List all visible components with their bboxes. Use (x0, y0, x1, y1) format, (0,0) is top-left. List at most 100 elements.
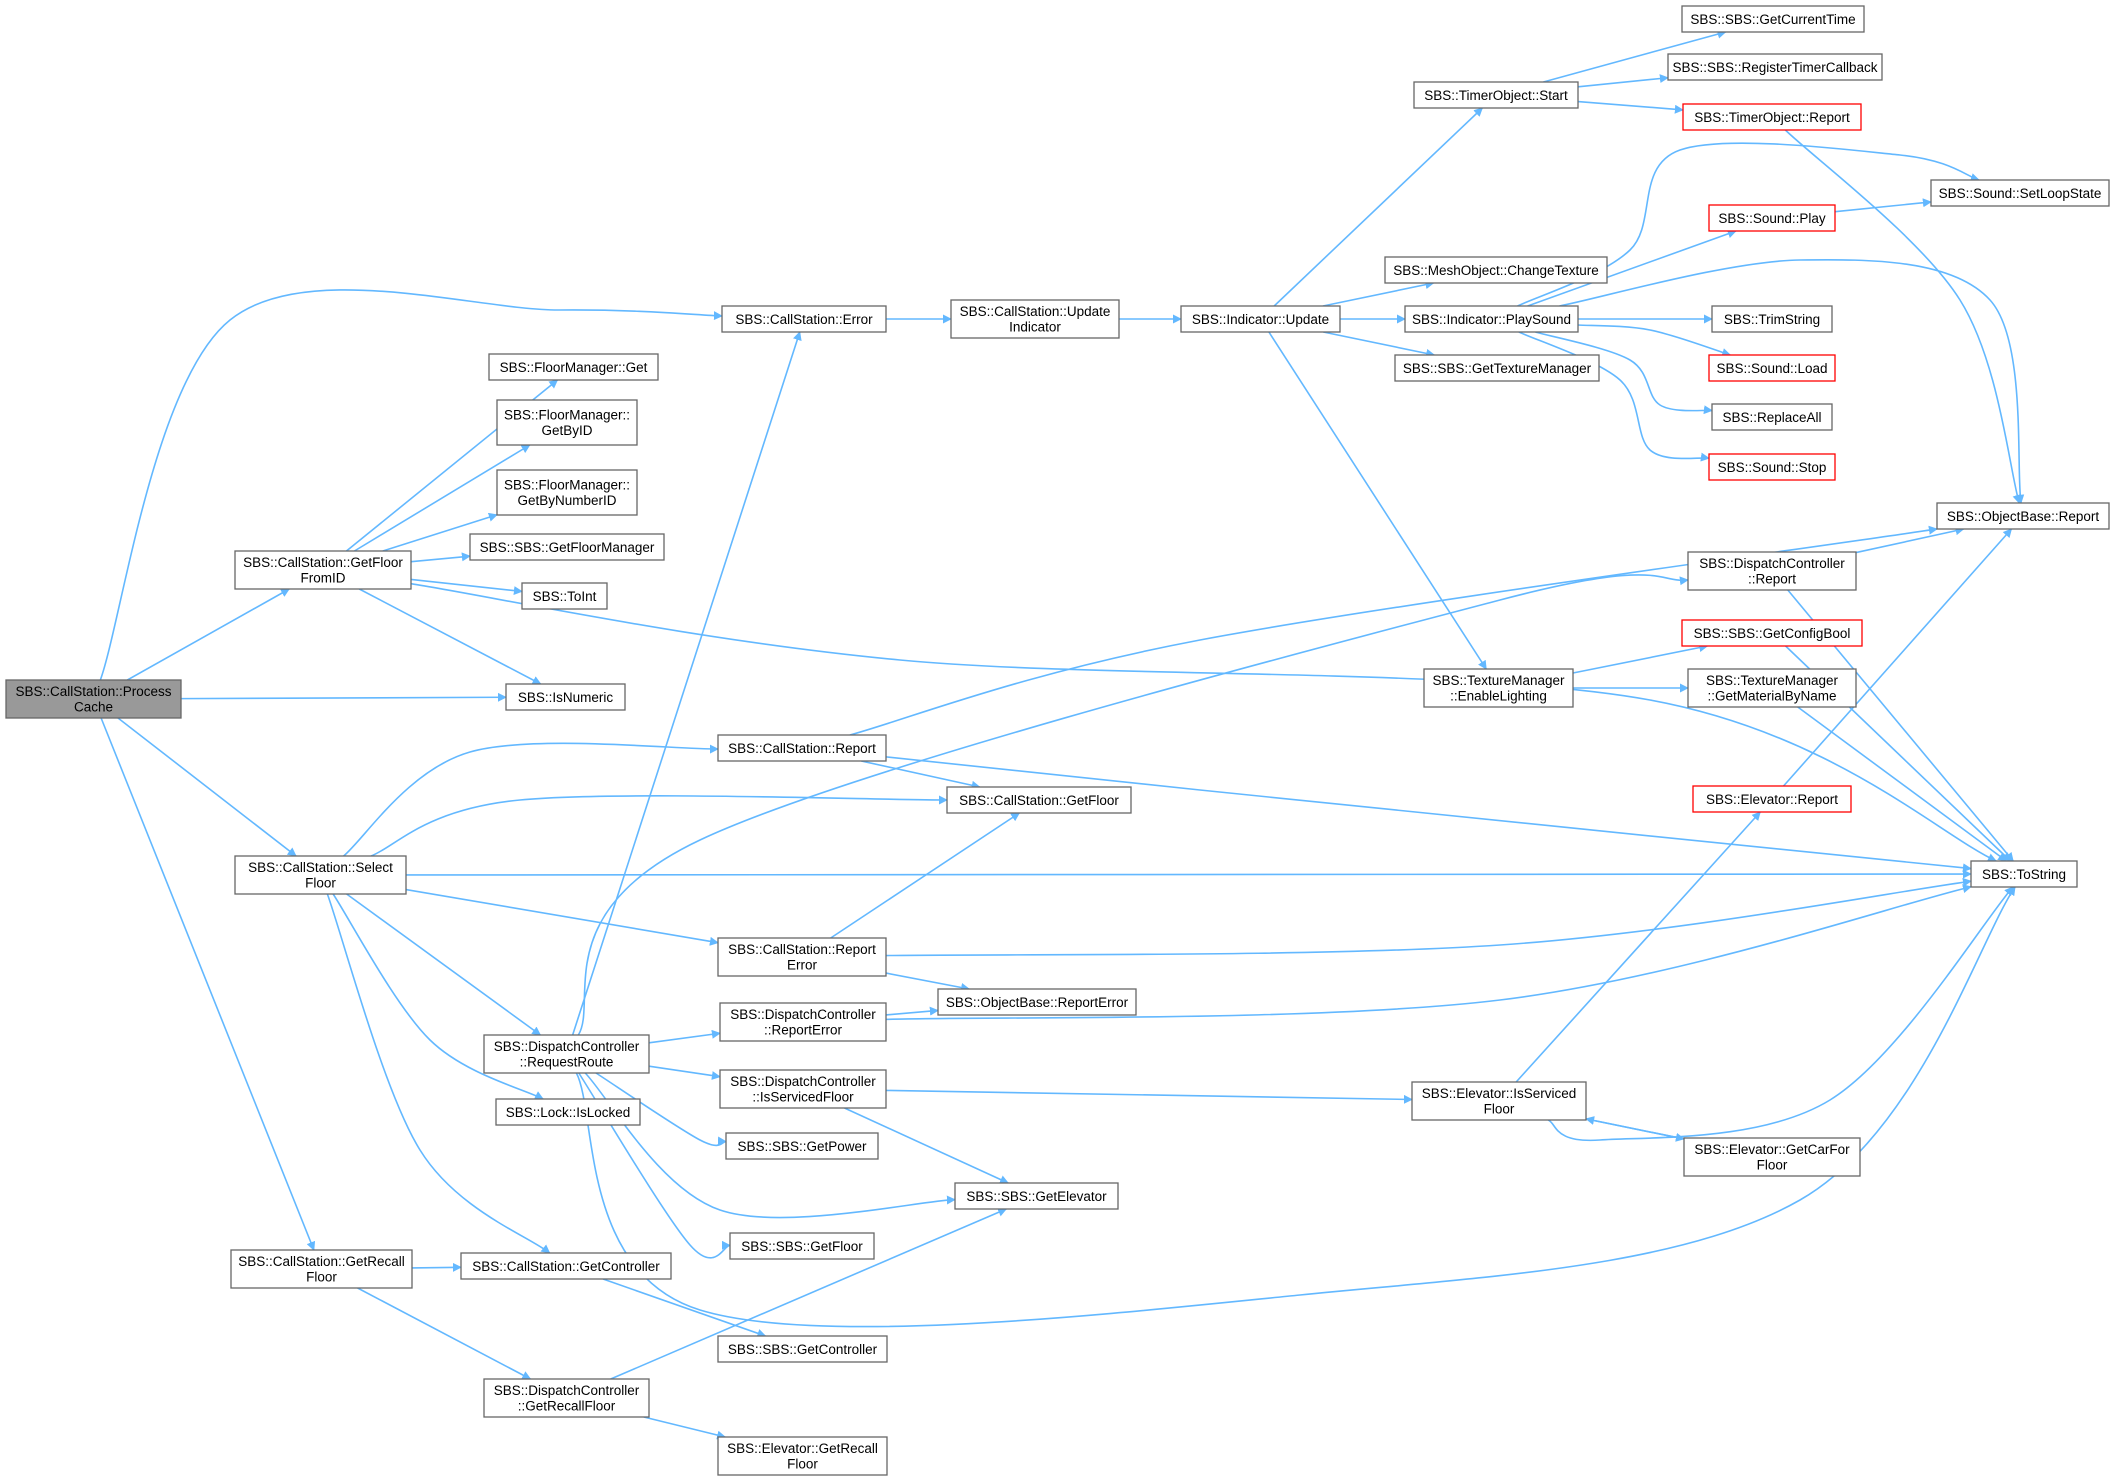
node-box (1413, 81, 1579, 109)
edge-indUpdate-to-timerStart (1273, 107, 1483, 307)
node-box (717, 1436, 888, 1476)
node-label: SBS::TimerObject::Report (1694, 110, 1850, 125)
node-label: SBS::MeshObject::ChangeTexture (1393, 263, 1599, 278)
node-label: SBS::ToInt (533, 589, 597, 604)
node-toInt[interactable]: SBS::ToInt (521, 582, 608, 610)
node-sbsGetPower[interactable]: SBS::SBS::GetPower (725, 1132, 879, 1160)
node-box (1683, 1137, 1861, 1177)
edge-tmEnableLighting-to-getConfigBool (1572, 643, 1709, 674)
node-box (717, 1335, 888, 1363)
node-box (521, 582, 608, 610)
node-obReport[interactable]: SBS::ObjectBase::Report (1936, 502, 2110, 530)
node-getTextureManager[interactable]: SBS::SBS::GetTextureManager (1394, 354, 1600, 382)
node-label: ::GetRecallFloor (518, 1399, 616, 1414)
node-fmGetByNumberID[interactable]: SBS::FloorManager::GetByNumberID (496, 469, 638, 516)
node-label: SBS::SBS::GetPower (737, 1139, 867, 1154)
node-label: SBS::TextureManager (1432, 673, 1565, 688)
node-csError[interactable]: SBS::CallStation::Error (721, 305, 887, 333)
node-label: SBS::DispatchController (494, 1383, 640, 1398)
edge-selectFloor-to-lockIsLocked (332, 893, 544, 1100)
node-meshChangeTexture[interactable]: SBS::MeshObject::ChangeTexture (1384, 256, 1608, 284)
node-box (1708, 354, 1836, 382)
node-label: SBS::CallStation::Report (728, 942, 876, 957)
edge-timerStart-to-registerTimerCallback (1577, 74, 1669, 88)
node-getRecallFloor[interactable]: SBS::CallStation::GetRecallFloor (230, 1249, 413, 1289)
node-label: ::IsServicedFloor (752, 1090, 854, 1105)
edge-getFloorFromID-to-getFloorManager (410, 552, 471, 563)
node-getFloorManager[interactable]: SBS::SBS::GetFloorManager (469, 533, 665, 561)
edge-tmGetMaterialByName-to-toString (1797, 706, 2008, 862)
node-soundLoad[interactable]: SBS::Sound::Load (1708, 354, 1836, 382)
node-csReportError[interactable]: SBS::CallStation::ReportError (717, 937, 887, 977)
node-box (469, 533, 665, 561)
node-box (234, 855, 407, 895)
node-trimString[interactable]: SBS::TrimString (1711, 305, 1833, 333)
node-getCurrentTime[interactable]: SBS::SBS::GetCurrentTime (1681, 5, 1865, 33)
node-dcReportError[interactable]: SBS::DispatchController::ReportError (719, 1002, 887, 1042)
node-csReport[interactable]: SBS::CallStation::Report (717, 734, 887, 762)
node-soundSetLoopState[interactable]: SBS::Sound::SetLoopState (1930, 179, 2110, 207)
node-fmGet[interactable]: SBS::FloorManager::Get (488, 353, 659, 381)
node-box (1708, 204, 1836, 232)
node-csGetController[interactable]: SBS::CallStation::GetController (460, 1252, 672, 1280)
node-box (230, 1249, 413, 1289)
node-label: Cache (74, 700, 113, 715)
node-label: SBS::ObjectBase::Report (1947, 509, 2100, 524)
edge-indPlaySound-to-obReport (1559, 258, 2025, 504)
node-box (719, 1069, 887, 1109)
node-dcRequestRoute[interactable]: SBS::DispatchController::RequestRoute (483, 1034, 650, 1074)
node-obReportError[interactable]: SBS::ObjectBase::ReportError (937, 988, 1137, 1016)
node-dcReport[interactable]: SBS::DispatchController::Report (1687, 551, 1857, 591)
node-registerTimerCallback[interactable]: SBS::SBS::RegisterTimerCallback (1667, 53, 1883, 81)
node-dcIsServicedFloor[interactable]: SBS::DispatchController::IsServicedFloor (719, 1069, 887, 1109)
node-fmGetByID[interactable]: SBS::FloorManager::GetByID (496, 399, 638, 446)
node-soundPlay[interactable]: SBS::Sound::Play (1708, 204, 1836, 232)
node-toString[interactable]: SBS::ToString (1970, 860, 2078, 888)
node-elevIsServicedFloor[interactable]: SBS::Elevator::IsServicedFloor (1411, 1081, 1587, 1121)
node-soundStop[interactable]: SBS::Sound::Stop (1708, 453, 1836, 481)
edge-selectFloor-to-csReportError (405, 888, 719, 946)
node-label: SBS::SBS::GetFloor (741, 1239, 863, 1254)
node-csGetFloor[interactable]: SBS::CallStation::GetFloor (946, 786, 1132, 814)
edge-root-to-selectFloor (117, 717, 297, 857)
edge-csReport-to-toString (885, 756, 1972, 873)
edges-layer (99, 29, 2025, 1440)
node-timerReport[interactable]: SBS::TimerObject::Report (1682, 103, 1862, 131)
node-label: ::EnableLighting (1450, 689, 1547, 704)
node-sbsGetElevator[interactable]: SBS::SBS::GetElevator (954, 1182, 1119, 1210)
node-indUpdate[interactable]: SBS::Indicator::Update (1180, 305, 1341, 333)
node-label: SBS::IsNumeric (518, 690, 614, 705)
node-label: Floor (305, 876, 336, 891)
node-box (505, 683, 626, 711)
edge-selectFloor-to-csReport (343, 742, 719, 857)
node-label: SBS::CallStation::Report (728, 741, 876, 756)
node-box (946, 786, 1132, 814)
node-getConfigBool[interactable]: SBS::SBS::GetConfigBool (1681, 619, 1863, 647)
node-label: SBS::Indicator::PlaySound (1412, 312, 1571, 327)
node-label: SBS::Lock::IsLocked (506, 1105, 631, 1120)
node-tmEnableLighting[interactable]: SBS::TextureManager::EnableLighting (1423, 668, 1574, 708)
node-box (719, 1002, 887, 1042)
node-elevReport[interactable]: SBS::Elevator::Report (1692, 785, 1852, 813)
node-tmGetMaterialByName[interactable]: SBS::TextureManager::GetMaterialByName (1687, 668, 1857, 708)
node-lockIsLocked[interactable]: SBS::Lock::IsLocked (495, 1098, 641, 1126)
node-indPlaySound[interactable]: SBS::Indicator::PlaySound (1404, 305, 1579, 333)
node-timerStart[interactable]: SBS::TimerObject::Start (1413, 81, 1579, 109)
node-label: FromID (301, 571, 346, 586)
node-sbsGetController[interactable]: SBS::SBS::GetController (717, 1335, 888, 1363)
node-box (725, 1132, 879, 1160)
node-isNumeric[interactable]: SBS::IsNumeric (505, 683, 626, 711)
edge-indUpdate-to-meshChangeTexture (1322, 280, 1435, 307)
node-dcGetRecallFloor[interactable]: SBS::DispatchController::GetRecallFloor (483, 1378, 650, 1418)
node-box (1411, 1081, 1587, 1121)
node-sbsGetFloor[interactable]: SBS::SBS::GetFloor (729, 1232, 875, 1260)
node-replaceAll[interactable]: SBS::ReplaceAll (1711, 403, 1833, 431)
node-box (1708, 453, 1836, 481)
edge-dcReport-to-obReport (1855, 526, 1965, 554)
node-elevGetRecallFloor[interactable]: SBS::Elevator::GetRecallFloor (717, 1436, 888, 1476)
